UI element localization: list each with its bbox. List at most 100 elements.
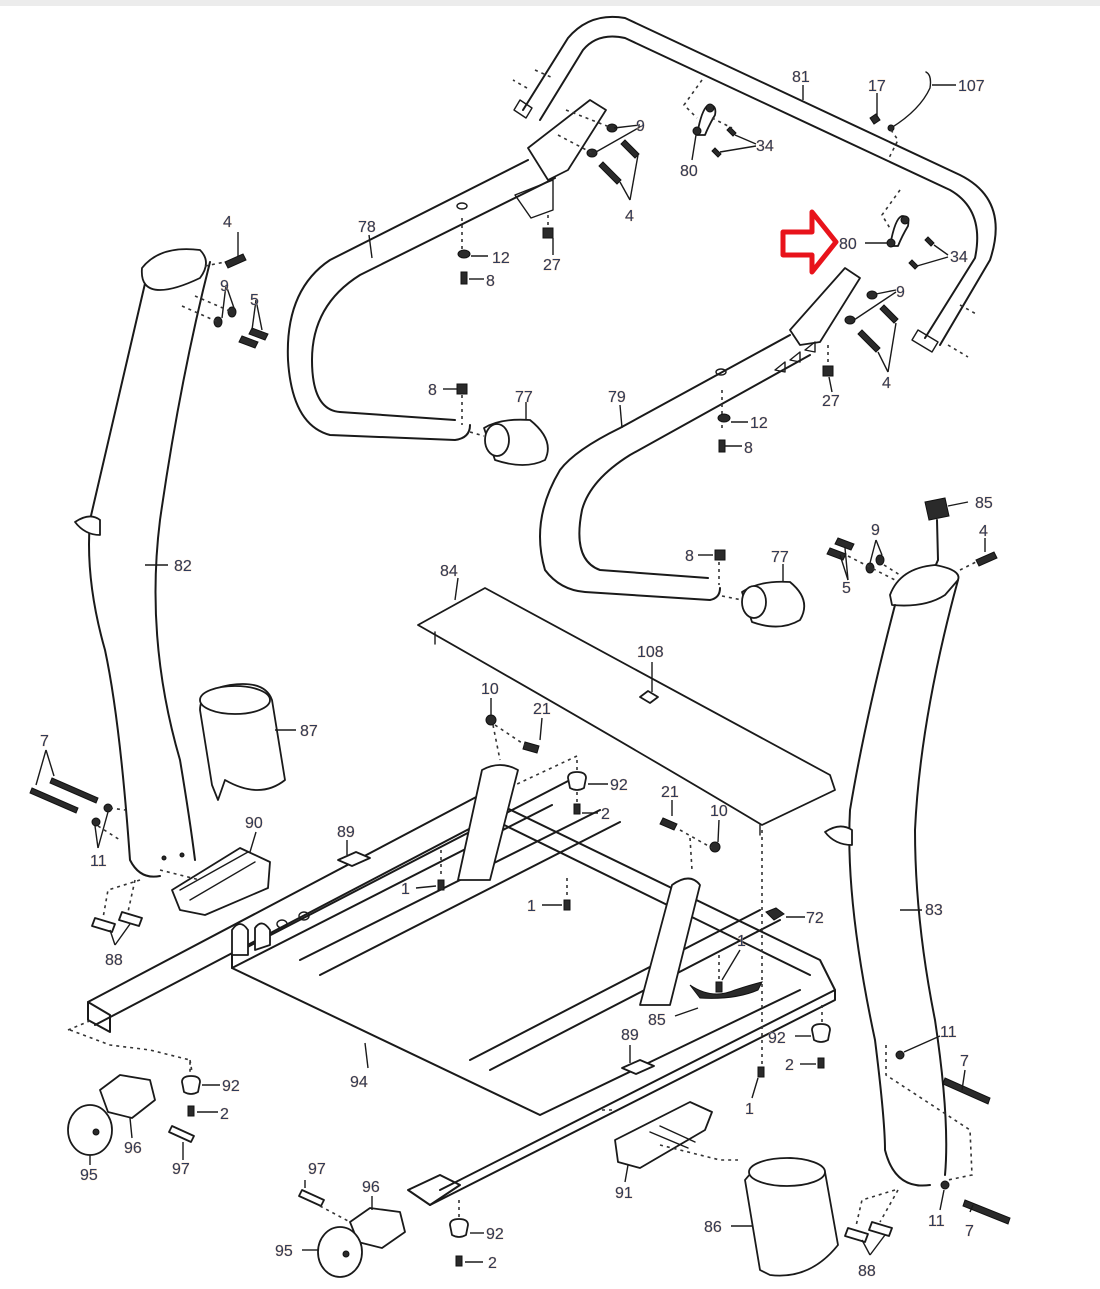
callout-8: 8 xyxy=(744,440,753,457)
callout-11: 11 xyxy=(940,1024,957,1041)
callout-84: 84 xyxy=(440,563,458,580)
callout-9: 9 xyxy=(896,284,905,301)
callout-79: 79 xyxy=(608,389,626,406)
part-77-end-cap-right xyxy=(721,564,806,628)
callout-4: 4 xyxy=(882,375,891,392)
callout-95: 95 xyxy=(80,1167,98,1184)
callout-88: 88 xyxy=(105,952,123,969)
part-94-base-frame xyxy=(87,779,836,1206)
hardware-92-2-right xyxy=(795,1005,831,1069)
callout-97: 97 xyxy=(172,1161,190,1178)
callout-10: 10 xyxy=(481,681,499,698)
callout-4: 4 xyxy=(223,214,232,231)
callout-2: 2 xyxy=(220,1106,229,1123)
callout-12: 12 xyxy=(750,415,768,432)
callout-86: 86 xyxy=(704,1219,722,1236)
callout-2: 2 xyxy=(488,1255,497,1272)
wheel-assembly-right xyxy=(298,1180,484,1278)
callout-92: 92 xyxy=(486,1226,504,1243)
callout-5: 5 xyxy=(250,292,259,309)
part-82-left-upright xyxy=(74,248,211,878)
part-72-clip xyxy=(765,907,805,921)
callout-80: 80 xyxy=(680,163,698,180)
callout-92: 92 xyxy=(610,777,628,794)
callout-88: 88 xyxy=(858,1263,876,1280)
part-79-right-handrail xyxy=(539,267,861,601)
callout-4: 4 xyxy=(625,208,634,225)
callout-1: 1 xyxy=(527,898,536,915)
callout-92: 92 xyxy=(222,1078,240,1095)
hardware-79-bracket xyxy=(844,289,899,373)
callout-8: 8 xyxy=(486,273,495,290)
callout-2: 2 xyxy=(601,806,610,823)
callout-5: 5 xyxy=(842,580,851,597)
incline-brackets xyxy=(457,764,701,1006)
callout-27: 27 xyxy=(822,393,840,410)
part-80-clamp-highlighted xyxy=(865,189,949,270)
hardware-7-11-left xyxy=(29,749,126,849)
callout-85: 85 xyxy=(975,495,993,512)
callout-96: 96 xyxy=(362,1179,380,1196)
callout-7: 7 xyxy=(965,1223,974,1240)
part-78-left-handrail xyxy=(286,99,607,441)
callout-94: 94 xyxy=(350,1074,368,1091)
callout-80-highlighted: 80 xyxy=(839,236,857,253)
part-85-wire-lower xyxy=(674,981,763,1017)
callout-77: 77 xyxy=(771,549,789,566)
callout-1: 1 xyxy=(401,881,410,898)
part-88-pins-left xyxy=(91,879,143,946)
callout-11: 11 xyxy=(90,853,107,870)
callout-4: 4 xyxy=(979,523,988,540)
hardware-center-top xyxy=(485,698,608,815)
callout-2: 2 xyxy=(785,1057,794,1074)
part-77-end-cap-left xyxy=(469,402,549,466)
callout-108: 108 xyxy=(637,644,664,661)
highlight-arrow xyxy=(780,209,839,275)
part-91-base-cap-right xyxy=(598,1101,738,1183)
part-89-label-right-rect xyxy=(621,1059,655,1075)
callout-107: 107 xyxy=(958,78,985,95)
hardware-83-top xyxy=(826,537,998,581)
callout-1: 1 xyxy=(745,1101,754,1118)
callout-8: 8 xyxy=(685,548,694,565)
callout-81: 81 xyxy=(792,69,810,86)
callout-7: 7 xyxy=(960,1053,969,1070)
callout-21: 21 xyxy=(533,701,551,718)
part-88-pins-right xyxy=(844,1189,899,1256)
hardware-center-right xyxy=(659,800,721,871)
callout-77: 77 xyxy=(515,389,533,406)
callout-7: 7 xyxy=(40,733,49,750)
hardware-78-bracket xyxy=(557,109,641,201)
callout-9: 9 xyxy=(220,278,229,295)
callout-90: 90 xyxy=(245,815,263,832)
part-90-base-cap-left xyxy=(159,831,271,916)
hardware-82-top xyxy=(181,232,269,349)
part-81-crossbar xyxy=(512,15,997,358)
callout-10: 10 xyxy=(710,803,728,820)
callout-21: 21 xyxy=(661,784,679,801)
part-17-107-wire xyxy=(869,71,956,161)
callout-89: 89 xyxy=(621,1027,639,1044)
callout-96: 96 xyxy=(124,1140,142,1157)
callout-27: 27 xyxy=(543,257,561,274)
part-89-label-left-rect xyxy=(337,851,371,867)
callout-92: 92 xyxy=(768,1030,786,1047)
callout-87: 87 xyxy=(300,723,318,740)
callout-72: 72 xyxy=(806,910,824,927)
part-86-base-shroud-right xyxy=(731,1157,839,1277)
callout-11: 11 xyxy=(928,1213,945,1230)
callout-95: 95 xyxy=(275,1243,293,1260)
callout-17: 17 xyxy=(868,78,886,95)
hardware-7-11-right xyxy=(885,1035,1011,1225)
callout-34: 34 xyxy=(756,138,774,155)
part-87-base-shroud-left xyxy=(199,683,296,801)
callout-9: 9 xyxy=(871,522,880,539)
callout-82: 82 xyxy=(174,558,192,575)
callout-85: 85 xyxy=(648,1012,666,1029)
callout-34: 34 xyxy=(950,249,968,266)
part-84-motor-hood xyxy=(417,577,836,836)
hardware-1-bolts xyxy=(415,830,765,1099)
callout-1: 1 xyxy=(737,933,746,950)
callout-8: 8 xyxy=(428,382,437,399)
